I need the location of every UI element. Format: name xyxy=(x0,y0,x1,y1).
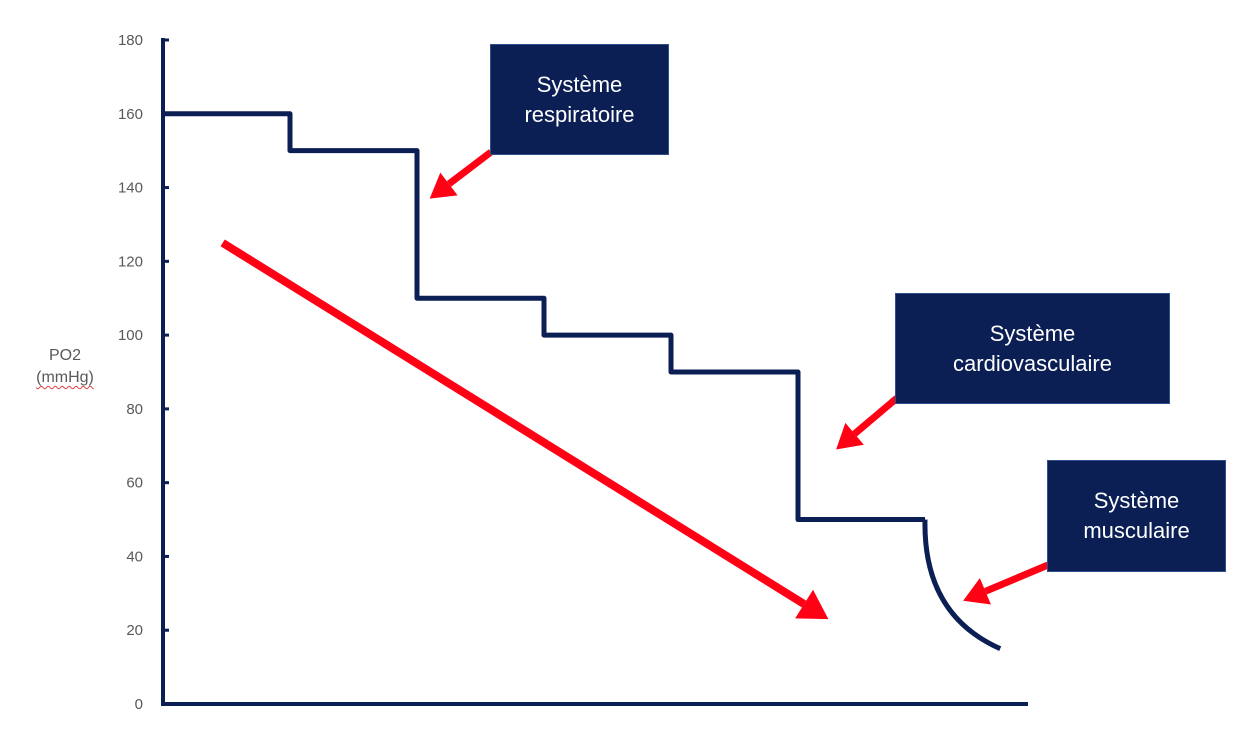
arrow-head xyxy=(795,589,829,620)
y-tick-label: 40 xyxy=(126,548,143,565)
muscle-consumption-curve xyxy=(922,519,1002,651)
y-tick-label: 180 xyxy=(118,32,143,49)
po2-decrease-trend-arrow xyxy=(220,239,829,620)
callout-line1: Système xyxy=(536,71,623,97)
callout-line2: cardiovasculaire xyxy=(953,350,1112,376)
y-tick-label: 0 xyxy=(135,696,143,713)
y-tick-label: 160 xyxy=(118,106,143,123)
po2-step-series xyxy=(163,111,1002,651)
y-axis-label: PO2 (mmHg) xyxy=(20,345,110,389)
arrow-shaft xyxy=(220,239,807,608)
y-tick-label: 120 xyxy=(118,253,143,270)
po2-steps-line xyxy=(163,111,925,523)
y-axis-unit: (mmHg) xyxy=(36,369,94,386)
y-tick-label: 140 xyxy=(118,180,143,197)
callout-line2: musculaire xyxy=(1083,518,1190,543)
y-tick-label: 20 xyxy=(126,622,143,639)
arrow-shaft xyxy=(852,395,900,437)
callout-respiratory-system: Système respiratoire xyxy=(490,44,669,155)
y-axis-title: PO2 xyxy=(48,347,81,364)
callout-muscular-system: Système musculaire xyxy=(1047,460,1226,572)
callout-arrow xyxy=(429,149,494,199)
arrow-head xyxy=(963,578,991,605)
callout-cardiovascular-system: Système cardiovasculaire xyxy=(895,293,1170,404)
callout-line2: respiratoire xyxy=(524,101,635,127)
arrow-shaft xyxy=(984,561,1050,595)
callout-arrow xyxy=(963,561,1050,605)
y-tick-label: 80 xyxy=(126,401,143,418)
arrow-head xyxy=(836,422,864,450)
callout-line1: Système xyxy=(989,320,1076,346)
y-tick-label: 60 xyxy=(126,475,143,492)
arrows xyxy=(220,149,1050,620)
arrow-shaft xyxy=(446,149,494,187)
arrow-head xyxy=(429,172,458,199)
axes xyxy=(161,38,1028,706)
callout-line1: Système xyxy=(1093,488,1180,513)
callout-arrow xyxy=(836,395,900,450)
y-tick-label: 100 xyxy=(118,327,143,344)
